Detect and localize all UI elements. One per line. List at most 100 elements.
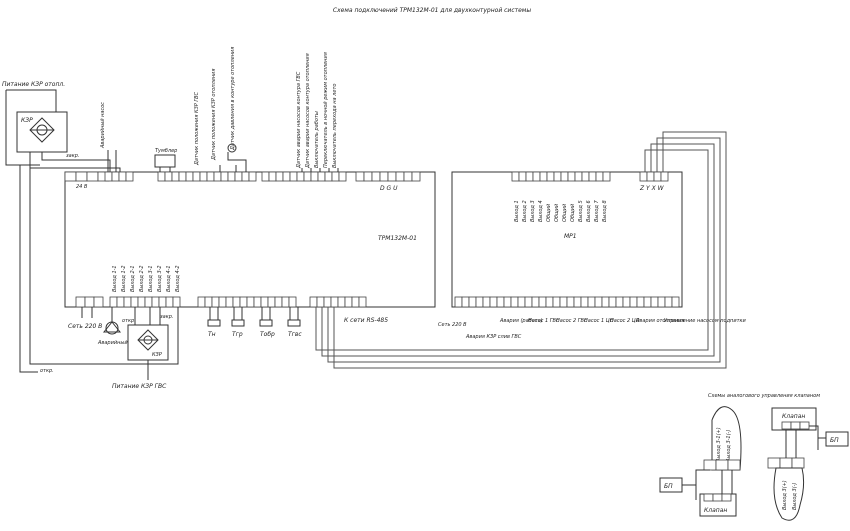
bp-left-label: БП — [664, 483, 673, 490]
mr1-bottom-terminal — [559, 296, 568, 308]
trm-input-label: Переключатель в ночной режим отопления — [323, 52, 329, 168]
sensor-label: Тн — [208, 331, 216, 338]
trm-top-terminal — [324, 171, 333, 182]
temperature-sensor-icon — [207, 319, 221, 327]
trm-bottom-terminal — [165, 296, 174, 308]
mr1-bottom-terminal — [545, 296, 554, 308]
trm-bottom-terminal — [93, 296, 104, 308]
trm-bottom-terminal — [337, 296, 346, 308]
trm-top-terminal — [261, 171, 270, 182]
valve-left-label: Клапан — [704, 507, 727, 514]
alarm-work-label: Авария (работа) — [499, 318, 543, 324]
control-pumps-label: Управление насосом подпитки — [664, 318, 747, 324]
trm-top-terminal — [282, 171, 291, 182]
ksp-heating-label: КЗР — [21, 117, 33, 124]
closed-label-top: закр. — [66, 153, 80, 159]
mr1-bottom-terminal — [601, 296, 610, 308]
trm-bottom-terminal — [288, 296, 297, 308]
mr1-output-label: Выход 6 — [586, 200, 592, 222]
trm-bottom-terminal — [281, 296, 290, 308]
mr1-bottom-terminal — [503, 296, 512, 308]
mr1-output-label: Общий — [570, 203, 576, 222]
trm-top-terminal — [171, 171, 180, 182]
trm-bottom-terminals — [75, 296, 367, 308]
trm-bottom-terminal — [75, 296, 86, 308]
trm-bottom-terminal — [218, 296, 227, 308]
trm-bottom-terminal — [232, 296, 241, 308]
mains-220-right-label: Сеть 220 В — [438, 322, 467, 328]
trm-top-terminal — [157, 171, 166, 182]
trm-top-terminal — [395, 171, 405, 182]
mr1-top-terminal — [567, 171, 576, 182]
mr1-top-terminal — [553, 171, 562, 182]
mr1-bottom-terminal — [566, 296, 575, 308]
v24-label: 24 В — [76, 184, 88, 190]
trm-top-terminal — [241, 171, 250, 182]
dgu-label: D G U — [380, 185, 398, 192]
trm-output-label: Выход 2-2 — [139, 265, 145, 292]
trm-top-terminal — [75, 171, 88, 182]
valve-scheme-left-outline — [711, 406, 742, 471]
mr1-output-label: Общий — [546, 203, 552, 222]
mr1-bottom-terminal — [468, 296, 477, 308]
mr1-top-terminal — [588, 171, 597, 182]
trm-top-terminal — [387, 171, 397, 182]
trm-top-terminal — [331, 171, 340, 182]
trm-bottom-terminal — [344, 296, 353, 308]
trm-output-label: Выход 1-2 — [121, 265, 127, 292]
mr1-bottom-terminal — [629, 296, 638, 308]
trm-bottom-terminal — [211, 296, 220, 308]
mr1-bottom-terminal — [587, 296, 596, 308]
mr1-module-box — [451, 171, 683, 308]
mr1-top-terminal — [546, 171, 555, 182]
temperature-sensor-icon — [259, 319, 273, 327]
trm-output-label: Выход 3-1 — [148, 265, 154, 292]
mr1-top-terminal — [532, 171, 541, 182]
emergency-pump-dhw-label: Аварийный насос ГВС — [97, 340, 156, 346]
mr1-top-terminal — [518, 171, 527, 182]
mr1-top-terminal — [660, 171, 669, 182]
mr1-output-label: Общий — [554, 203, 560, 222]
mr1-top-terminal — [511, 171, 520, 182]
valve-scheme-left-output-1: Выход 3-1(+) — [716, 427, 722, 462]
diagram-title: Схема подключений ТРМ132М-01 для двухкон… — [333, 7, 531, 14]
mr1-bottom-terminal — [524, 296, 533, 308]
trm-top-terminal — [118, 171, 127, 182]
temperature-sensor-icon — [287, 319, 301, 327]
trm-top-terminal — [86, 171, 99, 182]
trm-top-terminal — [234, 171, 243, 182]
pump1-dhw-label: Насос 1 ГВС — [528, 318, 560, 324]
bp-right-label: БП — [830, 437, 839, 444]
mr1-bottom-terminal — [489, 296, 498, 308]
trm-top-terminal — [164, 171, 173, 182]
trm-bottom-terminal — [267, 296, 276, 308]
mr1-bottom-terminal — [650, 296, 659, 308]
trm-bottom-terminal — [225, 296, 234, 308]
trm-bottom-terminal — [172, 296, 181, 308]
trm-top-terminal — [227, 171, 236, 182]
sensor-ksp-heat-label: Датчик положения КЗР отопления — [211, 69, 217, 161]
mr1-bottom-terminal — [496, 296, 505, 308]
mr1-bottom-terminal — [615, 296, 624, 308]
opened-label-bottom: откр. — [122, 318, 136, 324]
trm-top-terminal — [213, 171, 222, 182]
trm-top-terminal — [199, 171, 208, 182]
alarm-pump-label: Аварийный насос — [100, 102, 106, 149]
valve-scheme-right-output-2: Выход 3(-) — [792, 483, 798, 510]
mr1-bottom-terminals — [454, 296, 680, 308]
mr1-bottom-terminal — [573, 296, 582, 308]
mr1-bottom-terminal — [475, 296, 484, 308]
mr1-bottom-terminal — [643, 296, 652, 308]
trm-bottom-terminal — [309, 296, 318, 308]
trm-top-terminal — [317, 171, 326, 182]
trm-bottom-terminal — [351, 296, 360, 308]
valve-right-label: Клапан — [782, 413, 805, 420]
mr1-bottom-terminal — [664, 296, 673, 308]
pump2-co-label: Насос 2 ЦО — [610, 318, 640, 324]
trm-top-terminal — [379, 171, 389, 182]
trm-top-terminal — [268, 171, 277, 182]
trm-input-label: Выключатель перехода на лето — [332, 84, 338, 168]
mr1-bottom-terminal — [622, 296, 631, 308]
